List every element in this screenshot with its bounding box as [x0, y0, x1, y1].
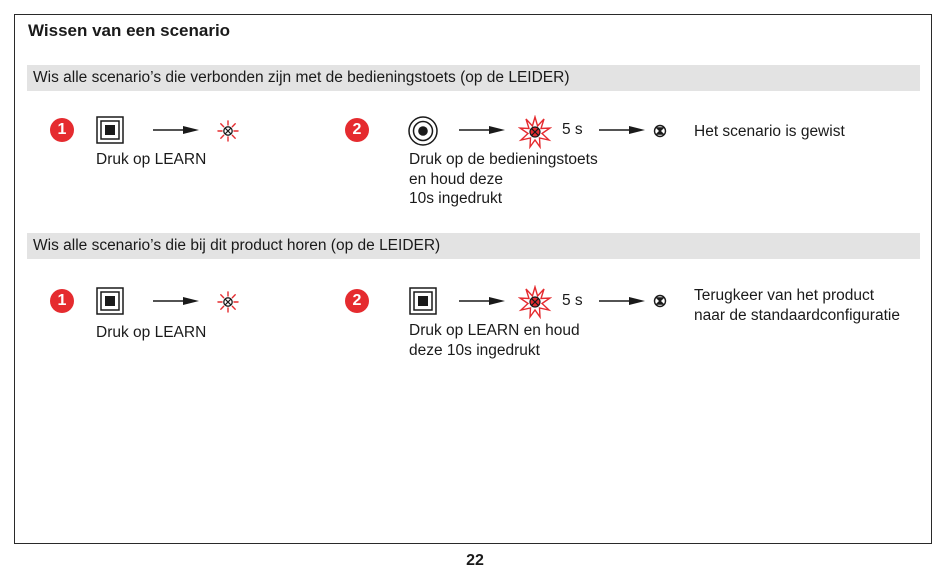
blinking-led-icon	[217, 120, 239, 142]
page-number: 22	[466, 552, 484, 569]
arrow-icon	[153, 125, 200, 135]
blinking-led-icon	[519, 116, 551, 148]
blinking-led-icon	[217, 291, 239, 313]
step-caption: Druk op LEARN	[96, 324, 207, 341]
page-title: Wissen van een scenario	[28, 21, 231, 40]
step-caption: Druk op de bedieningstoets en houd deze …	[409, 151, 598, 207]
control-button-icon	[408, 116, 438, 146]
step-caption: Druk op LEARN	[96, 151, 207, 168]
learn-button-icon	[96, 116, 124, 144]
arrow-icon	[459, 125, 506, 135]
led-off-icon	[653, 294, 667, 308]
arrow-icon	[153, 296, 200, 306]
step-badge-1: 1	[50, 118, 74, 142]
step-badge-2: 2	[345, 289, 369, 313]
blinking-led-icon	[519, 286, 551, 318]
arrow-icon	[459, 296, 506, 306]
step-badge-2: 2	[345, 118, 369, 142]
result-text: Terugkeer van het product naar de standa…	[694, 287, 900, 324]
arrow-icon	[599, 125, 646, 135]
section-header-2: Wis alle scenario’s die bij dit product …	[27, 233, 920, 259]
led-off-icon	[653, 124, 667, 138]
section-header-1: Wis alle scenario’s die verbonden zijn m…	[27, 65, 920, 91]
step-caption: Druk op LEARN en houd deze 10s ingedrukt	[409, 322, 580, 359]
learn-button-icon	[409, 287, 437, 315]
arrow-icon	[599, 296, 646, 306]
step-badge-1: 1	[50, 289, 74, 313]
duration-label: 5 s	[562, 292, 583, 309]
result-text: Het scenario is gewist	[694, 123, 845, 140]
duration-label: 5 s	[562, 121, 583, 138]
content-frame	[14, 14, 932, 544]
learn-button-icon	[96, 287, 124, 315]
